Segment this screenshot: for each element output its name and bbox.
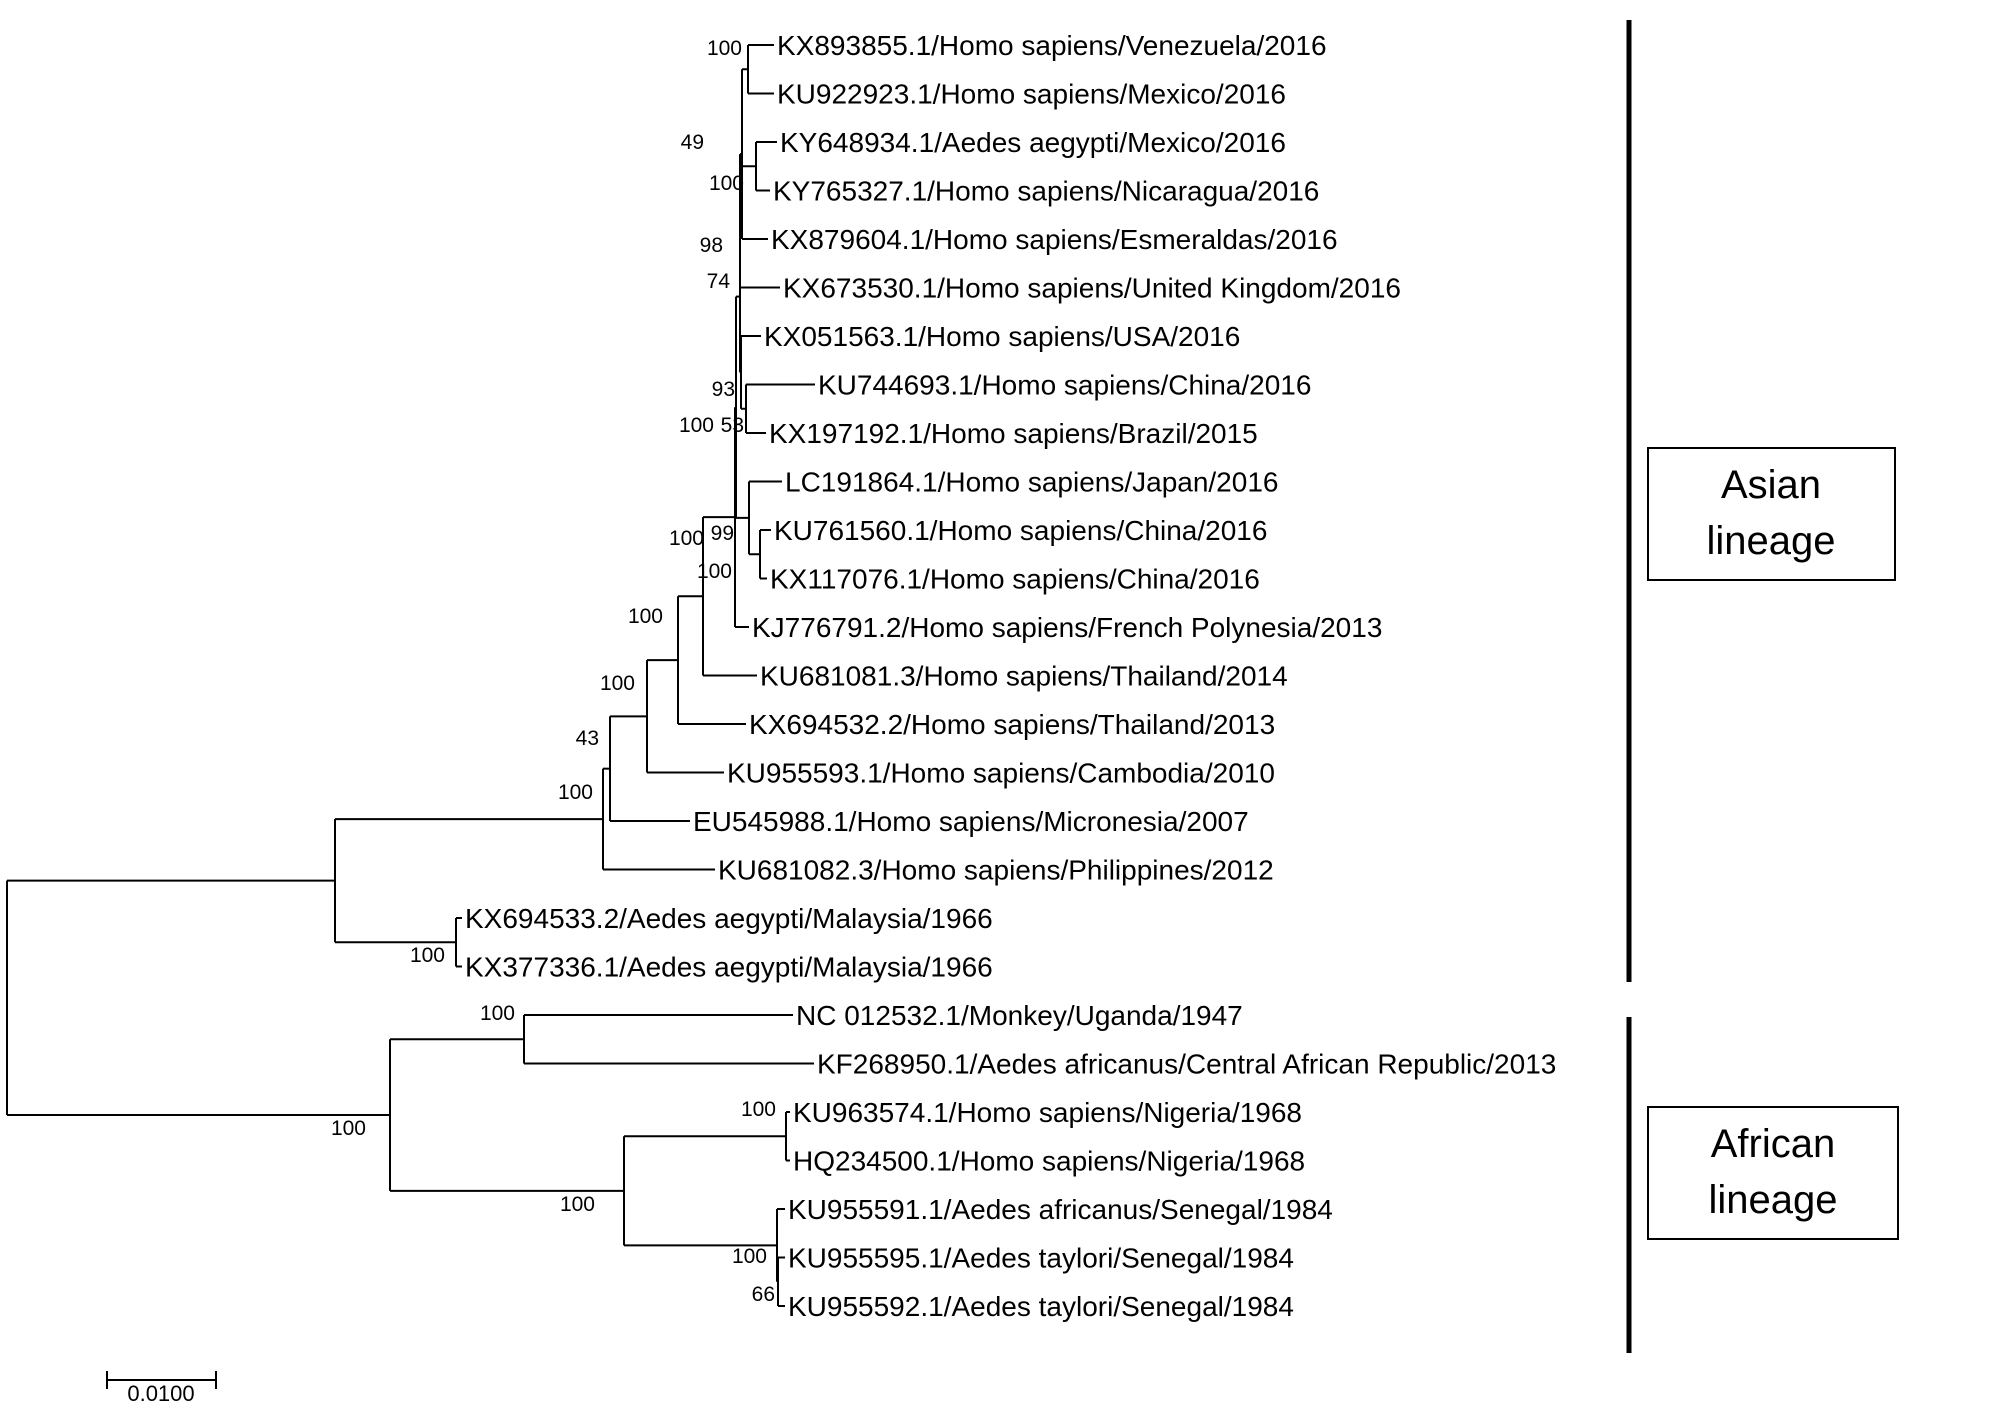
bootstrap-value: 100 <box>709 172 744 195</box>
leaf-label: KU963574.1/Homo sapiens/Nigeria/1968 <box>793 1097 1302 1128</box>
bootstrap-value: 99 <box>711 522 734 545</box>
tree-branches <box>6 44 815 1307</box>
bootstrap-value: 100 <box>741 1098 776 1121</box>
bootstrap-value: 100 <box>560 1193 595 1216</box>
bootstrap-value: 93 <box>712 378 735 401</box>
bootstrap-value: 100 <box>600 672 635 695</box>
leaf-label: KX694532.2/Homo sapiens/Thailand/2013 <box>749 709 1275 740</box>
african-lineage-box <box>1647 1106 1899 1240</box>
bootstrap-value: 100 <box>480 1002 515 1025</box>
leaf-label: KU955591.1/Aedes africanus/Senegal/1984 <box>788 1194 1333 1225</box>
leaf-label: KU761560.1/Homo sapiens/China/2016 <box>774 515 1267 546</box>
leaf-label: KJ776791.2/Homo sapiens/French Polynesia… <box>752 612 1382 643</box>
leaf-label: KX673530.1/Homo sapiens/United Kingdom/2… <box>783 272 1401 303</box>
leaf-label: KU955595.1/Aedes taylori/Senegal/1984 <box>788 1242 1294 1273</box>
leaf-label: HQ234500.1/Homo sapiens/Nigeria/1968 <box>793 1145 1305 1176</box>
bootstrap-value: 100 <box>669 527 704 550</box>
scale-bar-label: 0.0100 <box>127 1381 194 1406</box>
leaf-label: KU744693.1/Homo sapiens/China/2016 <box>818 369 1311 400</box>
leaf-label: KU681082.3/Homo sapiens/Philippines/2012 <box>718 854 1274 885</box>
bootstrap-value: 43 <box>576 727 599 750</box>
bootstrap-value: 100 <box>410 944 445 967</box>
african-lineage-group: African lineage <box>1626 1017 1899 1353</box>
leaf-label: LC191864.1/Homo sapiens/Japan/2016 <box>785 466 1278 497</box>
bootstrap-value: 100 <box>331 1117 366 1140</box>
bootstrap-value: 74 <box>707 270 731 293</box>
asian-lineage-box <box>1647 447 1896 581</box>
bootstrap-value: 100 <box>679 414 714 437</box>
asian-lineage-label-line2: lineage <box>1706 519 1835 563</box>
leaf-label: KF268950.1/Aedes africanus/Central Afric… <box>817 1048 1556 1079</box>
african-lineage-label-line1: African <box>1711 1122 1836 1166</box>
leaf-label: KX694533.2/Aedes aegypti/Malaysia/1966 <box>465 903 993 934</box>
leaf-label: KX197192.1/Homo sapiens/Brazil/2015 <box>769 418 1258 449</box>
leaf-label: EU545988.1/Homo sapiens/Micronesia/2007 <box>693 806 1249 837</box>
bootstrap-value: 100 <box>697 560 732 583</box>
leaf-label: KU955593.1/Homo sapiens/Cambodia/2010 <box>727 757 1275 788</box>
asian-lineage-label-line1: Asian <box>1721 463 1821 507</box>
leaf-label: KU922923.1/Homo sapiens/Mexico/2016 <box>777 78 1286 109</box>
bootstrap-value: 98 <box>700 234 723 257</box>
leaf-label: KU955592.1/Aedes taylori/Senegal/1984 <box>788 1291 1294 1322</box>
leaf-label: KX893855.1/Homo sapiens/Venezuela/2016 <box>777 30 1327 61</box>
bootstrap-value: 53 <box>721 414 744 437</box>
leaf-labels: KX893855.1/Homo sapiens/Venezuela/2016KU… <box>465 30 1556 1322</box>
leaf-label: KY765327.1/Homo sapiens/Nicaragua/2016 <box>773 175 1319 206</box>
leaf-label: NC 012532.1/Monkey/Uganda/1947 <box>796 1000 1243 1031</box>
leaf-label: KY648934.1/Aedes aegypti/Mexico/2016 <box>780 127 1286 158</box>
bootstrap-value: 100 <box>732 1245 767 1268</box>
leaf-label: KX051563.1/Homo sapiens/USA/2016 <box>764 321 1240 352</box>
african-lineage-label-line2: lineage <box>1708 1178 1837 1222</box>
leaf-label: KX377336.1/Aedes aegypti/Malaysia/1966 <box>465 951 993 982</box>
leaf-label: KU681081.3/Homo sapiens/Thailand/2014 <box>760 660 1288 691</box>
bootstrap-value: 66 <box>752 1283 775 1306</box>
leaf-label: KX879604.1/Homo sapiens/Esmeraldas/2016 <box>771 224 1338 255</box>
bootstrap-value: 100 <box>707 37 742 60</box>
scale-bar: 0.0100 <box>106 1371 217 1406</box>
bootstrap-value: 100 <box>628 605 663 628</box>
bootstrap-value: 100 <box>558 781 593 804</box>
leaf-label: KX117076.1/Homo sapiens/China/2016 <box>770 563 1260 594</box>
asian-lineage-group: Asian lineage <box>1626 20 1896 982</box>
bootstrap-value: 49 <box>681 131 704 154</box>
